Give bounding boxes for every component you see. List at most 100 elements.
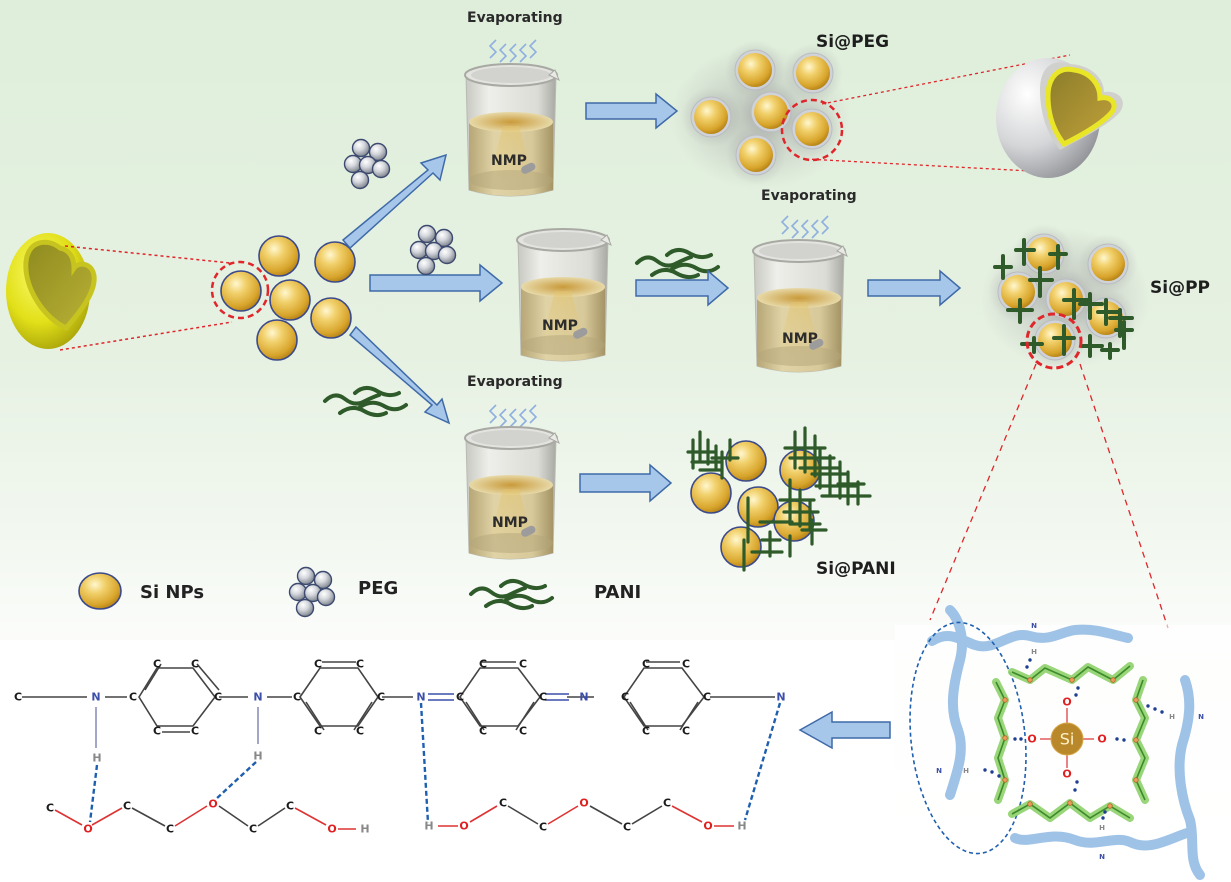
atom-label: C — [479, 725, 487, 738]
legend-label-pani: PANI — [594, 582, 641, 603]
atom-label: C — [623, 821, 631, 834]
atom-label: C — [129, 691, 137, 704]
atom-label: O — [208, 798, 217, 811]
legend: Si NPs PEG PANI — [78, 568, 641, 617]
atom-label: C — [356, 658, 364, 671]
legend-item-peg: PEG — [290, 568, 398, 617]
peg-cluster-icon — [411, 226, 456, 275]
nitrogen-atom: N — [91, 691, 100, 704]
arrow-mid-to-beaker-2 — [635, 269, 730, 307]
atom-label: C — [539, 821, 547, 834]
atom-label: H — [92, 752, 101, 765]
steam-icon — [489, 404, 537, 428]
atom-label: C — [356, 725, 364, 738]
si-np-cluster — [220, 235, 356, 361]
si-pani-label: Si@PANI — [816, 559, 896, 579]
atom-label: C — [682, 725, 690, 738]
atom-label: C — [456, 691, 464, 704]
atom-label: C — [314, 658, 322, 671]
nitrogen-atom: N — [579, 691, 588, 704]
si-peg-core-shell-cutaway — [996, 58, 1123, 178]
peg-cluster-icon — [345, 140, 390, 189]
atom-label: O — [83, 823, 92, 836]
pani-chains-icon — [635, 247, 720, 280]
atom-label: C — [214, 691, 222, 704]
legend-label-peg: PEG — [358, 578, 398, 599]
arrow-to-si-pp — [867, 269, 962, 307]
zoom-guide-lines-pp — [929, 363, 1169, 629]
steam-icon — [489, 39, 537, 63]
atom-label: N — [1099, 853, 1105, 861]
si-pp-particles — [980, 223, 1150, 371]
atom-label: C — [621, 691, 629, 704]
atom-label: O — [459, 820, 468, 833]
si-atom — [1050, 722, 1084, 756]
atom-label: C — [642, 725, 650, 738]
atom-label: O — [1062, 696, 1071, 709]
legend-label-si-nps: Si NPs — [140, 582, 204, 603]
atom-label: C — [153, 725, 161, 738]
si-pp-interaction-schematic: Si O O O O N H N H N H H N — [909, 605, 1205, 880]
pani-polymer-structure: C N C C C C C C N C C C C C C N C C C C … — [14, 658, 786, 836]
atom-label: H — [360, 823, 369, 836]
evaporating-label-mid: Evaporating — [761, 188, 857, 204]
atom-label: C — [286, 800, 294, 813]
arrow-to-pp-route — [369, 263, 504, 303]
atom-label: H — [963, 767, 969, 775]
atom-label: C — [166, 823, 174, 836]
arrow-to-si-peg — [585, 92, 679, 130]
arrow-to-si-pani — [579, 463, 673, 503]
atom-label: C — [191, 725, 199, 738]
beaker-mid-2 — [752, 239, 848, 373]
nmp-label-mid-1: NMP — [542, 318, 578, 334]
atom-label: H — [424, 820, 433, 833]
nmp-label-mid-2: NMP — [782, 331, 818, 347]
atom-label: C — [14, 691, 22, 704]
evaporating-label-top: Evaporating — [467, 10, 563, 26]
atom-label: O — [1062, 768, 1071, 781]
si-pani-particles — [686, 426, 872, 572]
nitrogen-atom: N — [776, 691, 785, 704]
si-peg-particles — [670, 39, 850, 189]
atom-label: C — [682, 658, 690, 671]
atom-label: H — [737, 820, 746, 833]
atom-label: N — [936, 767, 942, 775]
zoom-guide-lines-left — [59, 245, 233, 351]
atom-label: H — [1169, 713, 1175, 721]
zoom-circle-start — [210, 260, 270, 320]
nitrogen-atom: N — [253, 691, 262, 704]
nitrogen-atom: N — [416, 691, 425, 704]
peg-chain-right: H O C C O C C O H — [424, 797, 746, 834]
pani-chains-icon — [323, 385, 408, 418]
atom-label: C — [539, 691, 547, 704]
atom-label: C — [703, 691, 711, 704]
atom-label: C — [293, 691, 301, 704]
structure-panel — [0, 640, 895, 882]
arrow-to-structure — [798, 710, 891, 750]
atom-label: C — [46, 802, 54, 815]
atom-label: C — [519, 658, 527, 671]
atom-label: Si — [1060, 730, 1075, 749]
atom-label: H — [1099, 824, 1105, 832]
zoom-circle-pp — [1025, 312, 1083, 370]
peg-chain-left: C O C C O C C O H — [46, 798, 370, 836]
atom-label: H — [253, 750, 262, 763]
nmp-label-bottom: NMP — [492, 515, 528, 531]
atom-label: C — [479, 658, 487, 671]
beaker-top — [464, 63, 560, 197]
atom-label: C — [499, 797, 507, 810]
arrow-to-pani-route — [348, 325, 451, 425]
nmp-label-top: NMP — [491, 153, 527, 169]
highlight-ellipse — [909, 621, 1027, 855]
atom-label: C — [642, 658, 650, 671]
atom-label: O — [327, 823, 336, 836]
atom-label: C — [519, 725, 527, 738]
si-pp-label: Si@PP — [1150, 278, 1210, 298]
atom-label: O — [703, 820, 712, 833]
atom-label: N — [1031, 622, 1037, 630]
arrow-to-peg-route — [341, 153, 448, 250]
beaker-mid-1 — [516, 228, 612, 362]
si-nanoparticle-cutaway — [6, 233, 97, 349]
atom-label: C — [377, 691, 385, 704]
